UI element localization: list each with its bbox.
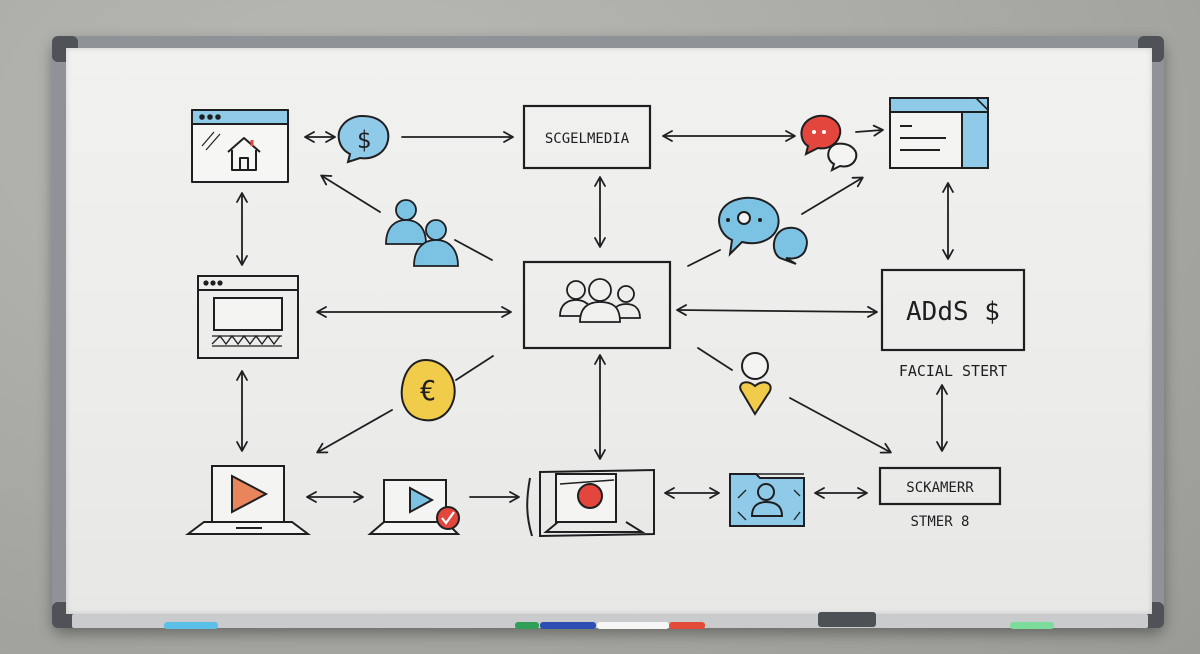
record-screen-icon (526, 468, 655, 538)
user-card-icon (729, 473, 805, 527)
laptop-keyboard-icon (197, 275, 299, 359)
arrow (855, 124, 884, 137)
ads-label: ADdS $ (906, 297, 1000, 327)
dollar-speech-bubble-icon: $ (337, 114, 390, 164)
arrow (455, 355, 494, 381)
green-marker[interactable] (515, 622, 539, 629)
marker-tray (72, 614, 1148, 628)
arrow (316, 409, 393, 454)
people-group-blue-icon (385, 199, 459, 267)
arrows (236, 124, 954, 503)
ads-caption: FACIAL STERT (899, 362, 1007, 380)
group-users-box (522, 260, 672, 350)
white-marker[interactable] (597, 622, 669, 629)
video-check-icon (367, 479, 461, 535)
social-media-box: SCGELMEDIA (522, 104, 652, 170)
arrow (687, 249, 721, 267)
blue-marker[interactable] (164, 622, 218, 629)
euro-coin-icon: € (400, 358, 456, 422)
person-heart-icon (739, 352, 772, 416)
arrow (697, 347, 733, 371)
euro-sign: € (420, 374, 437, 407)
browser-window-icon (889, 97, 989, 169)
laptop-play-icon (185, 465, 311, 535)
arrow (320, 174, 381, 213)
website-home-icon (191, 109, 289, 183)
streamer-label: SCKAMERR (906, 480, 974, 496)
ads-box: ADdS $ FACIAL STERT (880, 268, 1026, 380)
chat-bubbles-icon (800, 114, 858, 172)
navy-marker[interactable] (540, 622, 596, 629)
streamer-caption: STMER 8 (910, 514, 969, 530)
arrow (676, 304, 878, 318)
arrow (454, 239, 493, 261)
arrow (789, 397, 892, 454)
eraser[interactable] (818, 612, 876, 627)
green-marker[interactable] (1010, 622, 1054, 629)
arrow (801, 176, 864, 215)
streamer-box: SCKAMERR STMER 8 (878, 466, 1002, 530)
red-marker[interactable] (669, 622, 705, 629)
chat-bubble-blue-icon (718, 196, 808, 265)
dollar-sign: $ (357, 126, 371, 154)
social-media-label: SCGELMEDIA (545, 131, 630, 147)
